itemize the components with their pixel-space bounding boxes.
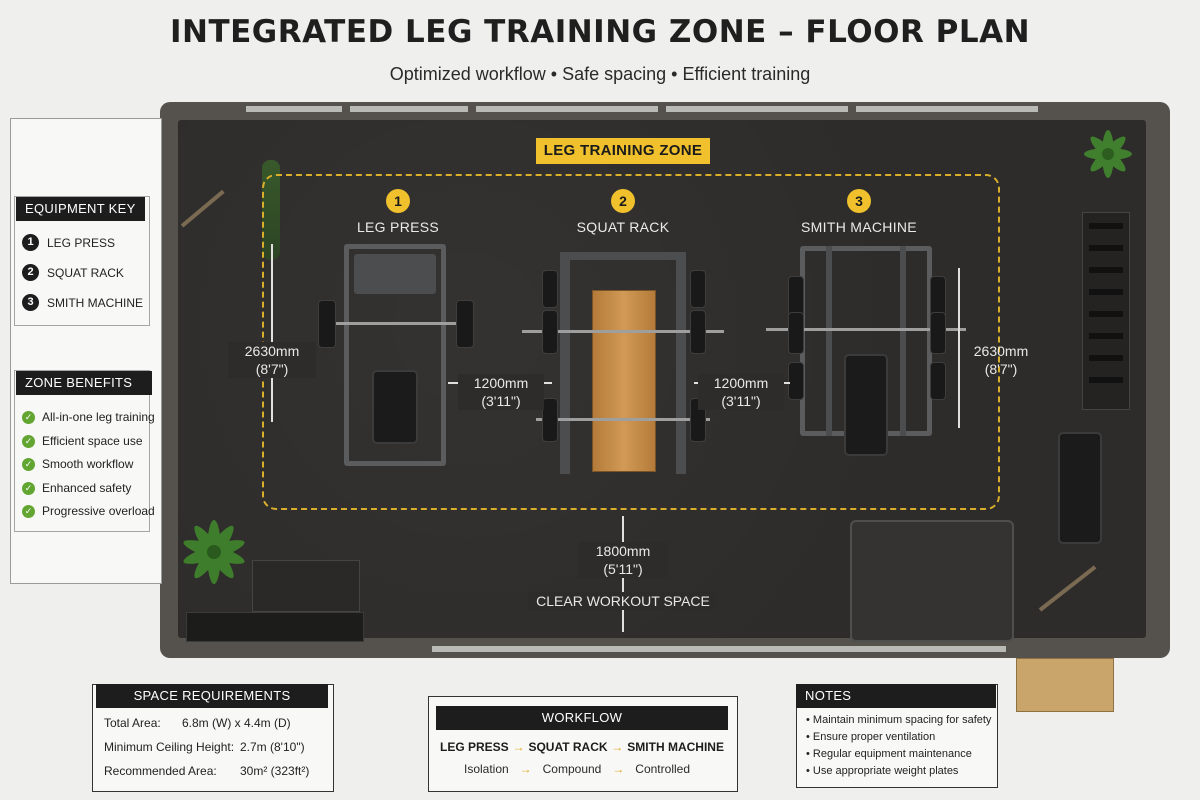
zone-benefits-title: ZONE BENEFITS bbox=[16, 371, 152, 395]
window-top bbox=[350, 106, 468, 112]
number-badge: 1 bbox=[22, 234, 39, 251]
key-row: 1 LEG PRESS bbox=[22, 234, 115, 251]
cable-machine bbox=[850, 520, 1014, 642]
check-icon: ✓ bbox=[22, 504, 35, 518]
arrow-right-icon: → bbox=[611, 740, 624, 754]
req-value: 6.8m (W) x 4.4m (D) bbox=[182, 716, 291, 730]
req-key: Minimum Ceiling Height: bbox=[104, 740, 235, 754]
station-number-badge: 2 bbox=[611, 189, 635, 213]
arrow-right-icon: → bbox=[612, 762, 625, 776]
station-label: SMITH MACHINE bbox=[801, 219, 917, 235]
zone-benefits-box bbox=[14, 370, 150, 532]
plant-icon bbox=[1084, 130, 1132, 178]
equipment-key-title: EQUIPMENT KEY bbox=[16, 197, 145, 221]
flat-bench bbox=[1058, 432, 1102, 544]
note-item: • Regular equipment maintenance bbox=[806, 748, 972, 760]
check-icon: ✓ bbox=[22, 410, 35, 424]
benefit-item: ✓Efficient space use bbox=[22, 434, 143, 448]
workflow-step: LEG PRESS bbox=[440, 740, 509, 754]
check-icon: ✓ bbox=[22, 481, 35, 495]
dimension-left-depth: 2630mm (8'7") bbox=[228, 342, 316, 378]
page-title: INTEGRATED LEG TRAINING ZONE – FLOOR PLA… bbox=[169, 14, 1031, 50]
workflow-types: Isolation → Compound → Controlled bbox=[464, 762, 690, 776]
workflow-type: Isolation bbox=[464, 762, 509, 776]
workflow-step: SQUAT RACK bbox=[528, 740, 608, 754]
workflow-type: Controlled bbox=[635, 762, 690, 776]
window-bottom bbox=[432, 646, 1006, 652]
key-label: LEG PRESS bbox=[47, 235, 116, 250]
req-value: 2.7m (8'10") bbox=[240, 740, 305, 754]
note-item: • Maintain minimum spacing for safety bbox=[806, 714, 992, 726]
dimension-right-depth: 2630mm (8'7") bbox=[973, 343, 1029, 377]
entrance-door-mat bbox=[1016, 658, 1114, 712]
dimension-gap-2: 1200mm (3'11") bbox=[698, 374, 784, 410]
benefit-item: ✓Enhanced safety bbox=[22, 481, 131, 495]
smith-machine bbox=[766, 246, 966, 466]
number-badge: 3 bbox=[22, 294, 39, 311]
note-item: • Ensure proper ventilation bbox=[806, 731, 936, 743]
window-top bbox=[246, 106, 342, 112]
arrow-right-icon: → bbox=[512, 740, 525, 754]
station-number-badge: 3 bbox=[847, 189, 871, 213]
page-subtitle: Optimized workflow • Safe spacing • Effi… bbox=[389, 64, 811, 84]
req-key: Recommended Area: bbox=[104, 764, 217, 778]
key-row: 2 SQUAT RACK bbox=[22, 264, 124, 281]
squat-rack bbox=[522, 252, 724, 474]
notes-title: NOTES bbox=[796, 684, 996, 708]
benefit-item: ✓Progressive overload bbox=[22, 504, 155, 518]
dumbbell-rack bbox=[252, 560, 360, 612]
req-value: 30m² (323ft²) bbox=[240, 764, 310, 778]
key-row: 3 SMITH MACHINE bbox=[22, 294, 143, 311]
window-top bbox=[856, 106, 1038, 112]
lifting-platform bbox=[592, 290, 656, 472]
zone-banner: LEG TRAINING ZONE bbox=[536, 138, 710, 164]
check-icon: ✓ bbox=[22, 434, 35, 448]
workflow-step: SMITH MACHINE bbox=[627, 740, 724, 754]
clear-space-label: CLEAR WORKOUT SPACE bbox=[528, 592, 718, 610]
key-label: SMITH MACHINE bbox=[47, 295, 143, 310]
note-item: • Use appropriate weight plates bbox=[806, 765, 959, 777]
station-label: SQUAT RACK bbox=[576, 219, 670, 235]
req-key: Total Area: bbox=[104, 716, 161, 730]
arrow-right-icon: → bbox=[519, 762, 532, 776]
space-requirements-title: SPACE REQUIREMENTS bbox=[96, 684, 328, 708]
window-top bbox=[666, 106, 848, 112]
key-label: SQUAT RACK bbox=[47, 265, 124, 280]
storage-bench bbox=[186, 612, 364, 642]
dumbbell-rack bbox=[1082, 212, 1130, 410]
dimension-line bbox=[271, 244, 273, 422]
workflow-type: Compound bbox=[542, 762, 602, 776]
station-number-badge: 1 bbox=[386, 189, 410, 213]
workflow-title: WORKFLOW bbox=[436, 706, 728, 730]
leg-press-machine bbox=[318, 244, 474, 466]
benefit-item: ✓Smooth workflow bbox=[22, 457, 133, 471]
check-icon: ✓ bbox=[22, 457, 35, 471]
station-label: LEG PRESS bbox=[356, 219, 440, 235]
dimension-clear-space: 1800mm (5'11") bbox=[578, 542, 668, 578]
workflow-steps: LEG PRESS → SQUAT RACK → SMITH MACHINE bbox=[440, 740, 724, 754]
window-top bbox=[476, 106, 658, 112]
benefit-item: ✓All-in-one leg training bbox=[22, 410, 155, 424]
dimension-line bbox=[958, 268, 960, 428]
number-badge: 2 bbox=[22, 264, 39, 281]
dimension-gap-1: 1200mm (3'11") bbox=[458, 374, 544, 410]
plant-icon bbox=[183, 520, 245, 584]
